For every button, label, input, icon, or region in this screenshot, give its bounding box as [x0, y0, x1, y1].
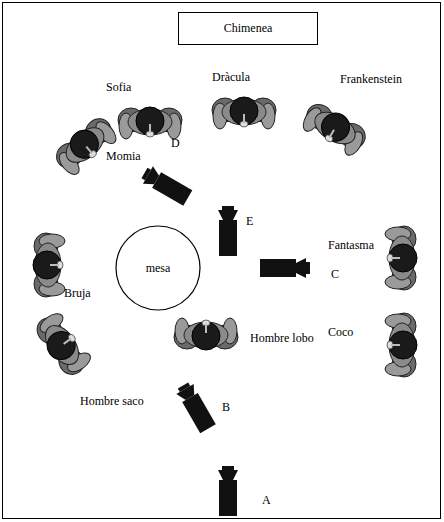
camera-letter: E: [246, 214, 253, 228]
camera-letter: C: [331, 267, 339, 281]
node-text: Chimenea: [224, 21, 273, 35]
character-name: Fantasma: [328, 238, 374, 252]
frame: [3, 3, 441, 519]
character-name: Sofia: [106, 80, 131, 94]
character-name: Hombre saco: [80, 394, 144, 408]
character-name: Dràcula: [212, 70, 250, 84]
camera-letter: A: [262, 493, 271, 507]
node-text: mesa: [146, 261, 171, 275]
fireplace-box: Chimenea: [178, 12, 318, 45]
character-name: Frankenstein: [340, 72, 402, 86]
character-name: Coco: [328, 325, 353, 339]
character-name: Bruja: [64, 286, 91, 300]
table-circle: mesa: [115, 225, 201, 311]
camera-letter: D: [171, 136, 180, 150]
camera-letter: B: [222, 400, 230, 414]
character-name: Momia: [106, 149, 141, 163]
character-name: Hombre lobo: [250, 331, 314, 345]
